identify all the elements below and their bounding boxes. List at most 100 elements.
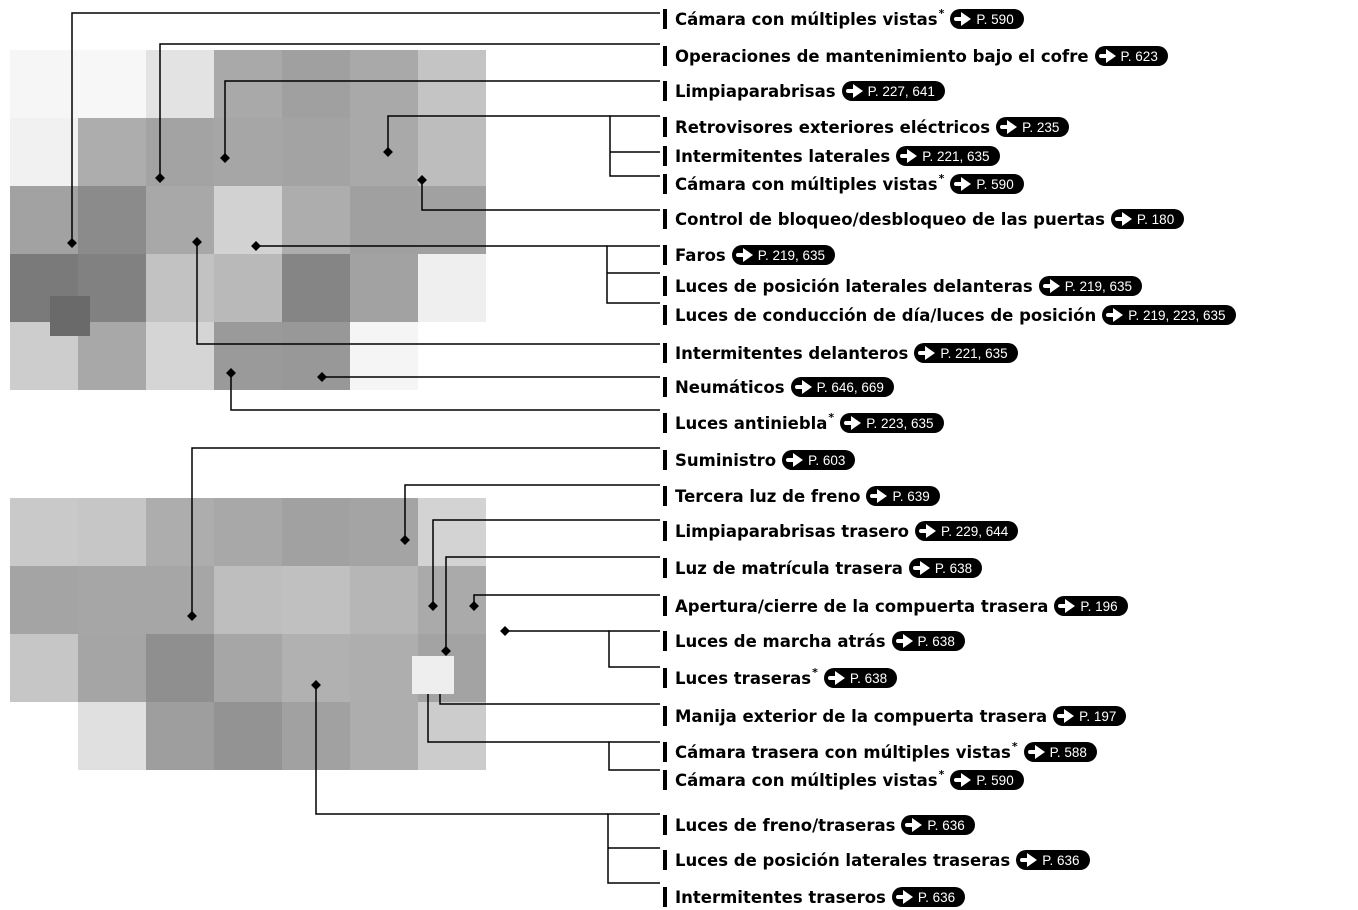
page-reference-link[interactable]: P. 638 [823, 668, 898, 688]
page-reference: P. 636 [1042, 852, 1080, 868]
callout-bar [663, 146, 667, 166]
rear-photo-cell [214, 566, 282, 634]
page-reference-link[interactable]: P. 590 [950, 9, 1024, 29]
callout-label: Manija exterior de la compuerta trasera [675, 706, 1048, 726]
rear-photo-cell [146, 498, 214, 566]
callout-label: Operaciones de mantenimiento bajo el cof… [675, 46, 1089, 66]
page-reference-link[interactable]: P. 638 [891, 631, 965, 651]
page-reference-link[interactable]: P. 646, 669 [790, 377, 894, 397]
pointer-dot [500, 626, 510, 636]
page-reference-link[interactable]: P. 623 [1094, 46, 1168, 66]
page-reference-link[interactable]: P. 636 [1016, 850, 1090, 870]
page-reference-link[interactable]: P. 590 [950, 174, 1024, 194]
page-reference-link[interactable]: P. 636 [901, 815, 975, 835]
arrow-head-icon [1064, 709, 1075, 723]
callout-label: Tercera luz de freno [675, 486, 861, 506]
callout-label: Luces de posición laterales traseras [675, 850, 1011, 870]
arrow-right-icon [844, 421, 852, 425]
page-reference-link[interactable]: P. 219, 223, 635 [1102, 305, 1236, 325]
front-photo-cell [350, 186, 418, 254]
front-photo-cell [78, 118, 146, 186]
callout-bar [663, 117, 667, 137]
rear-photo-cell [418, 498, 486, 566]
rear-photo-cell [78, 498, 146, 566]
callout-row: Cámara con múltiples vistas*P. 590 [663, 768, 1024, 792]
leader-line [608, 630, 660, 668]
page-reference-link[interactable]: P. 197 [1053, 706, 1127, 726]
front-photo-cell [418, 118, 486, 186]
page-reference-link[interactable]: P. 639 [866, 486, 940, 506]
page-reference-link[interactable]: P. 221, 635 [896, 146, 1000, 166]
page-reference-link[interactable]: P. 590 [950, 770, 1024, 790]
callout-row: Faros P. 219, 635 [663, 243, 836, 267]
callout-bar [663, 596, 667, 616]
arrow-right-icon [870, 494, 878, 498]
page-reference: P. 646, 669 [816, 379, 884, 395]
callout-label: Limpiaparabrisas trasero [675, 521, 909, 541]
arrow-right-icon [895, 639, 903, 643]
pointer-dot [469, 601, 479, 611]
pointer-dot [317, 372, 327, 382]
page-reference-link[interactable]: P. 588 [1023, 742, 1097, 762]
callout-bar [663, 245, 667, 265]
rear-photo-cell [350, 634, 418, 702]
rear-photo-cell [10, 634, 78, 702]
leader-line [609, 115, 660, 177]
rear-photo-cell [146, 566, 214, 634]
rear-photo-cell [10, 702, 78, 770]
page-reference-link[interactable]: P. 229, 644 [914, 521, 1019, 541]
leader-line [421, 180, 660, 211]
callout-bar [663, 558, 667, 578]
page-reference-link[interactable]: P. 227, 641 [841, 81, 945, 101]
callout-row: Control de bloqueo/desbloqueo de las pue… [663, 207, 1185, 231]
page-reference-link[interactable]: P. 603 [782, 450, 856, 470]
callout-label: Luces de posición laterales delanteras [675, 276, 1033, 296]
rear-photo-cell [78, 566, 146, 634]
page-reference: P. 219, 635 [757, 247, 826, 263]
callout-label: Intermitentes delanteros [675, 343, 909, 363]
leader-line [445, 556, 660, 651]
arrow-right-icon [1057, 714, 1065, 718]
page-reference-link[interactable]: P. 180 [1110, 209, 1185, 229]
front-photo-cell [78, 50, 146, 118]
arrow-head-icon [1065, 599, 1076, 613]
page-reference-link[interactable]: P. 636 [891, 887, 966, 907]
rear-photo-cell [78, 702, 146, 770]
rear-photo-cell [282, 430, 350, 498]
asterisk-mark: * [938, 171, 945, 185]
callout-bar [663, 668, 667, 688]
pointer-dot [220, 153, 230, 163]
rear-photo-cell [10, 498, 78, 566]
callout-bar [663, 450, 667, 470]
asterisk-mark: * [938, 6, 945, 20]
page-reference-link[interactable]: P. 223, 635 [840, 413, 944, 433]
arrow-head-icon [877, 489, 888, 503]
asterisk-mark: * [828, 410, 835, 424]
pointer-dot [67, 238, 77, 248]
page-reference-link[interactable]: P. 221, 635 [914, 343, 1018, 363]
page-reference-link[interactable]: P. 235 [996, 117, 1070, 137]
arrow-right-icon [900, 154, 908, 158]
callout-bar [663, 343, 667, 363]
page-reference-link[interactable]: P. 219, 635 [1038, 276, 1143, 296]
callout-label: Cámara con múltiples vistas [675, 174, 938, 194]
rear-photo-cell [78, 430, 146, 498]
page-reference-link[interactable]: P. 196 [1054, 596, 1128, 616]
front-photo-cell [78, 186, 146, 254]
front-photo-cell [214, 254, 282, 322]
front-photo-cell [350, 254, 418, 322]
arrow-head-icon [834, 671, 845, 685]
callout-label: Faros [675, 245, 726, 265]
page-reference-link[interactable]: P. 638 [908, 558, 983, 578]
arrow-head-icon [902, 890, 913, 904]
callout-label: Luces antiniebla [675, 413, 828, 433]
page-reference-link[interactable]: P. 219, 635 [731, 245, 836, 265]
callout-row: Operaciones de mantenimiento bajo el cof… [663, 44, 1168, 68]
